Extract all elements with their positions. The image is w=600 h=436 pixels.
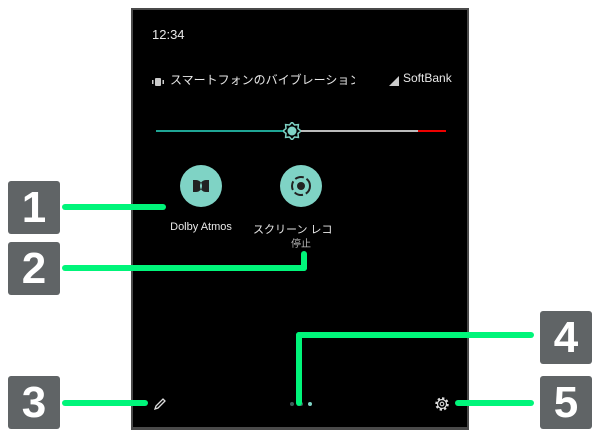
settings-gear-icon[interactable]: [434, 396, 450, 417]
callout-badge-3: 3: [8, 376, 60, 429]
screen-record-icon: [291, 176, 311, 196]
signal-icon: [389, 73, 399, 91]
vibrate-icon: [152, 74, 164, 86]
callout-badge-2: 2: [8, 242, 60, 295]
screen-record-tile[interactable]: [280, 165, 322, 207]
callout-line-2: [62, 265, 307, 271]
callout-line-1: [62, 204, 166, 210]
callout-line-5: [455, 400, 534, 406]
screen-record-status: 停止: [291, 239, 311, 250]
brightness-slider[interactable]: [156, 120, 446, 142]
dolby-atmos-tile[interactable]: [180, 165, 222, 207]
callout-line-4-vertical: [296, 332, 302, 406]
vibration-status-text: スマートフォンのバイブレーションは: [170, 73, 355, 87]
callout-badge-4: 4: [540, 311, 592, 364]
page-dot-active[interactable]: [308, 402, 312, 406]
dolby-icon: [193, 180, 209, 192]
clock: 12:34: [152, 27, 185, 42]
callout-badge-1: 1: [8, 181, 60, 234]
brightness-icon[interactable]: [281, 120, 303, 145]
page-dot[interactable]: [290, 402, 294, 406]
callout-line-2-vertical: [301, 251, 307, 271]
callout-line-3: [62, 400, 148, 406]
callout-badge-5: 5: [540, 376, 592, 429]
dolby-atmos-label: Dolby Atmos: [170, 221, 232, 233]
screen-record-label: スクリーン レコ: [253, 224, 333, 236]
edit-pencil-icon[interactable]: [153, 397, 167, 416]
carrier-label: SoftBank: [403, 71, 452, 85]
callout-line-4: [296, 332, 534, 338]
